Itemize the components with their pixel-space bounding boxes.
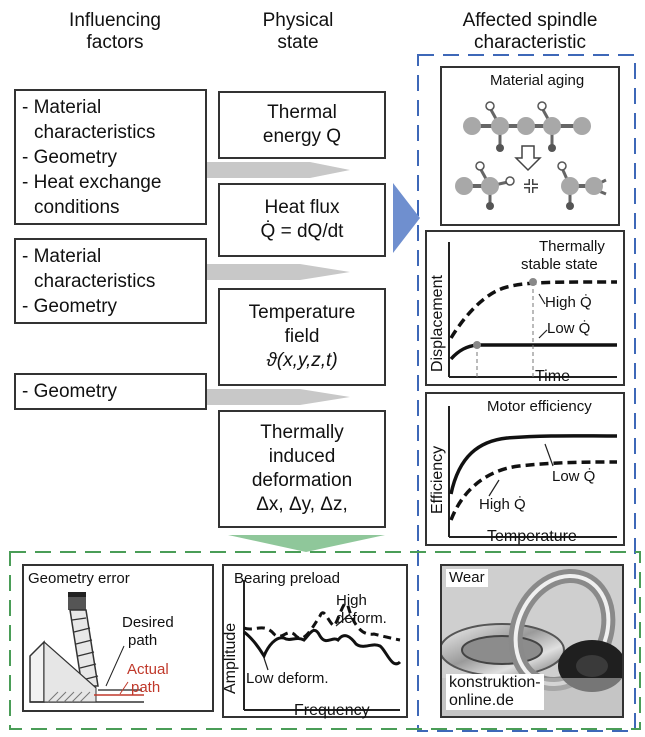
y-axis-label: Displacement <box>429 275 446 372</box>
panel-title-line: Thermally <box>539 238 605 255</box>
header-factors: Influencing factors <box>69 10 161 53</box>
x-axis-label: Time <box>535 368 570 385</box>
label-low-q: Low Q̇ <box>547 320 591 337</box>
panel-bearing-preload: Bearing preload High deform. Low deform.… <box>222 564 408 719</box>
label-desired-path: Desired path <box>122 614 174 649</box>
molecule-illustration <box>455 101 607 210</box>
tool-illustration <box>29 592 144 703</box>
panel-geometry-error: Geometry error Desired path Actual path <box>22 564 214 712</box>
label-low-deform: Low deform. <box>246 670 329 687</box>
y-axis-label: Efficiency <box>429 445 446 514</box>
factor-box-2: - Material characteristics - Geometry <box>14 238 207 324</box>
state-temperature-field: Temperature field ϑ(x,y,z,t) <box>218 288 386 386</box>
marker-low <box>473 341 481 349</box>
spectrum-high-deform <box>243 602 401 642</box>
bearing-plot <box>243 580 402 711</box>
factor-line: characteristics <box>34 122 156 143</box>
label-actual-path: Actual path <box>127 661 169 696</box>
factor-line: - Geometry <box>22 381 118 402</box>
factor-line: - Heat exchange <box>22 172 162 193</box>
label-high-q: High Q̇ <box>545 294 592 311</box>
panel-title: Geometry error <box>28 570 130 587</box>
factor-line: conditions <box>34 197 120 218</box>
panel-displacement: Thermally stable state High Q̇ Low Q̇ Ti… <box>425 230 625 386</box>
efficiency-plot <box>448 406 618 538</box>
factor-box-1: - Material characteristics - Geometry - … <box>14 89 207 225</box>
factor-arrow-2 <box>205 264 350 280</box>
header-spindle-characteristic: Affected spindle characteristic <box>462 10 598 53</box>
x-axis-label: Frequency <box>294 702 370 719</box>
factor-line: - Geometry <box>22 296 118 317</box>
factor-line: - Material <box>22 97 102 118</box>
factor-box-3: - Geometry <box>14 373 207 410</box>
y-axis-label: Amplitude <box>222 622 239 694</box>
state-heat-flux: Heat flux Q̇ = dQ/dt <box>218 183 386 257</box>
panel-wear: Wear konstruktion- online.de <box>440 564 624 718</box>
state-thermal-deformation: Thermally induced deformation Δx, Δy, Δz… <box>218 410 386 528</box>
panel-title: Material aging <box>490 72 585 89</box>
factor-line: characteristics <box>34 271 156 292</box>
curve-low-q <box>449 434 618 495</box>
curve-high-q <box>449 460 618 521</box>
panel-title: Motor efficiency <box>487 398 592 415</box>
marker-high <box>529 278 537 286</box>
header-physical-state: Physical state <box>262 10 334 53</box>
curve-high-q <box>449 280 618 339</box>
factor-arrow-1 <box>205 162 350 178</box>
panel-motor-efficiency: Motor efficiency Low Q̇ High Q̇ Temperat… <box>425 392 625 546</box>
factor-arrow-3 <box>205 389 350 405</box>
photo-credit: konstruktion- online.de <box>446 674 544 710</box>
panel-title-line: stable state <box>521 256 598 273</box>
panel-title: Wear <box>446 569 488 587</box>
blue-arrow <box>393 183 420 253</box>
label-high-deform: High deform. <box>336 592 387 627</box>
effects-frame <box>9 551 641 730</box>
factor-line: - Material <box>22 246 102 267</box>
panel-title: Bearing preload <box>234 570 340 587</box>
displacement-plot <box>448 242 618 378</box>
x-axis-label: Temperature <box>487 528 577 545</box>
label-high-q: High Q̇ <box>479 496 526 513</box>
green-arrow <box>228 535 385 552</box>
factor-line: - Geometry <box>22 147 118 168</box>
spectrum-low-deform <box>243 628 402 666</box>
state-thermal-energy: Thermal energy Q <box>218 91 386 159</box>
panel-material-aging: Material aging <box>440 66 620 226</box>
label-low-q: Low Q̇ <box>552 468 596 485</box>
spindle-characteristic-frame <box>417 54 636 732</box>
